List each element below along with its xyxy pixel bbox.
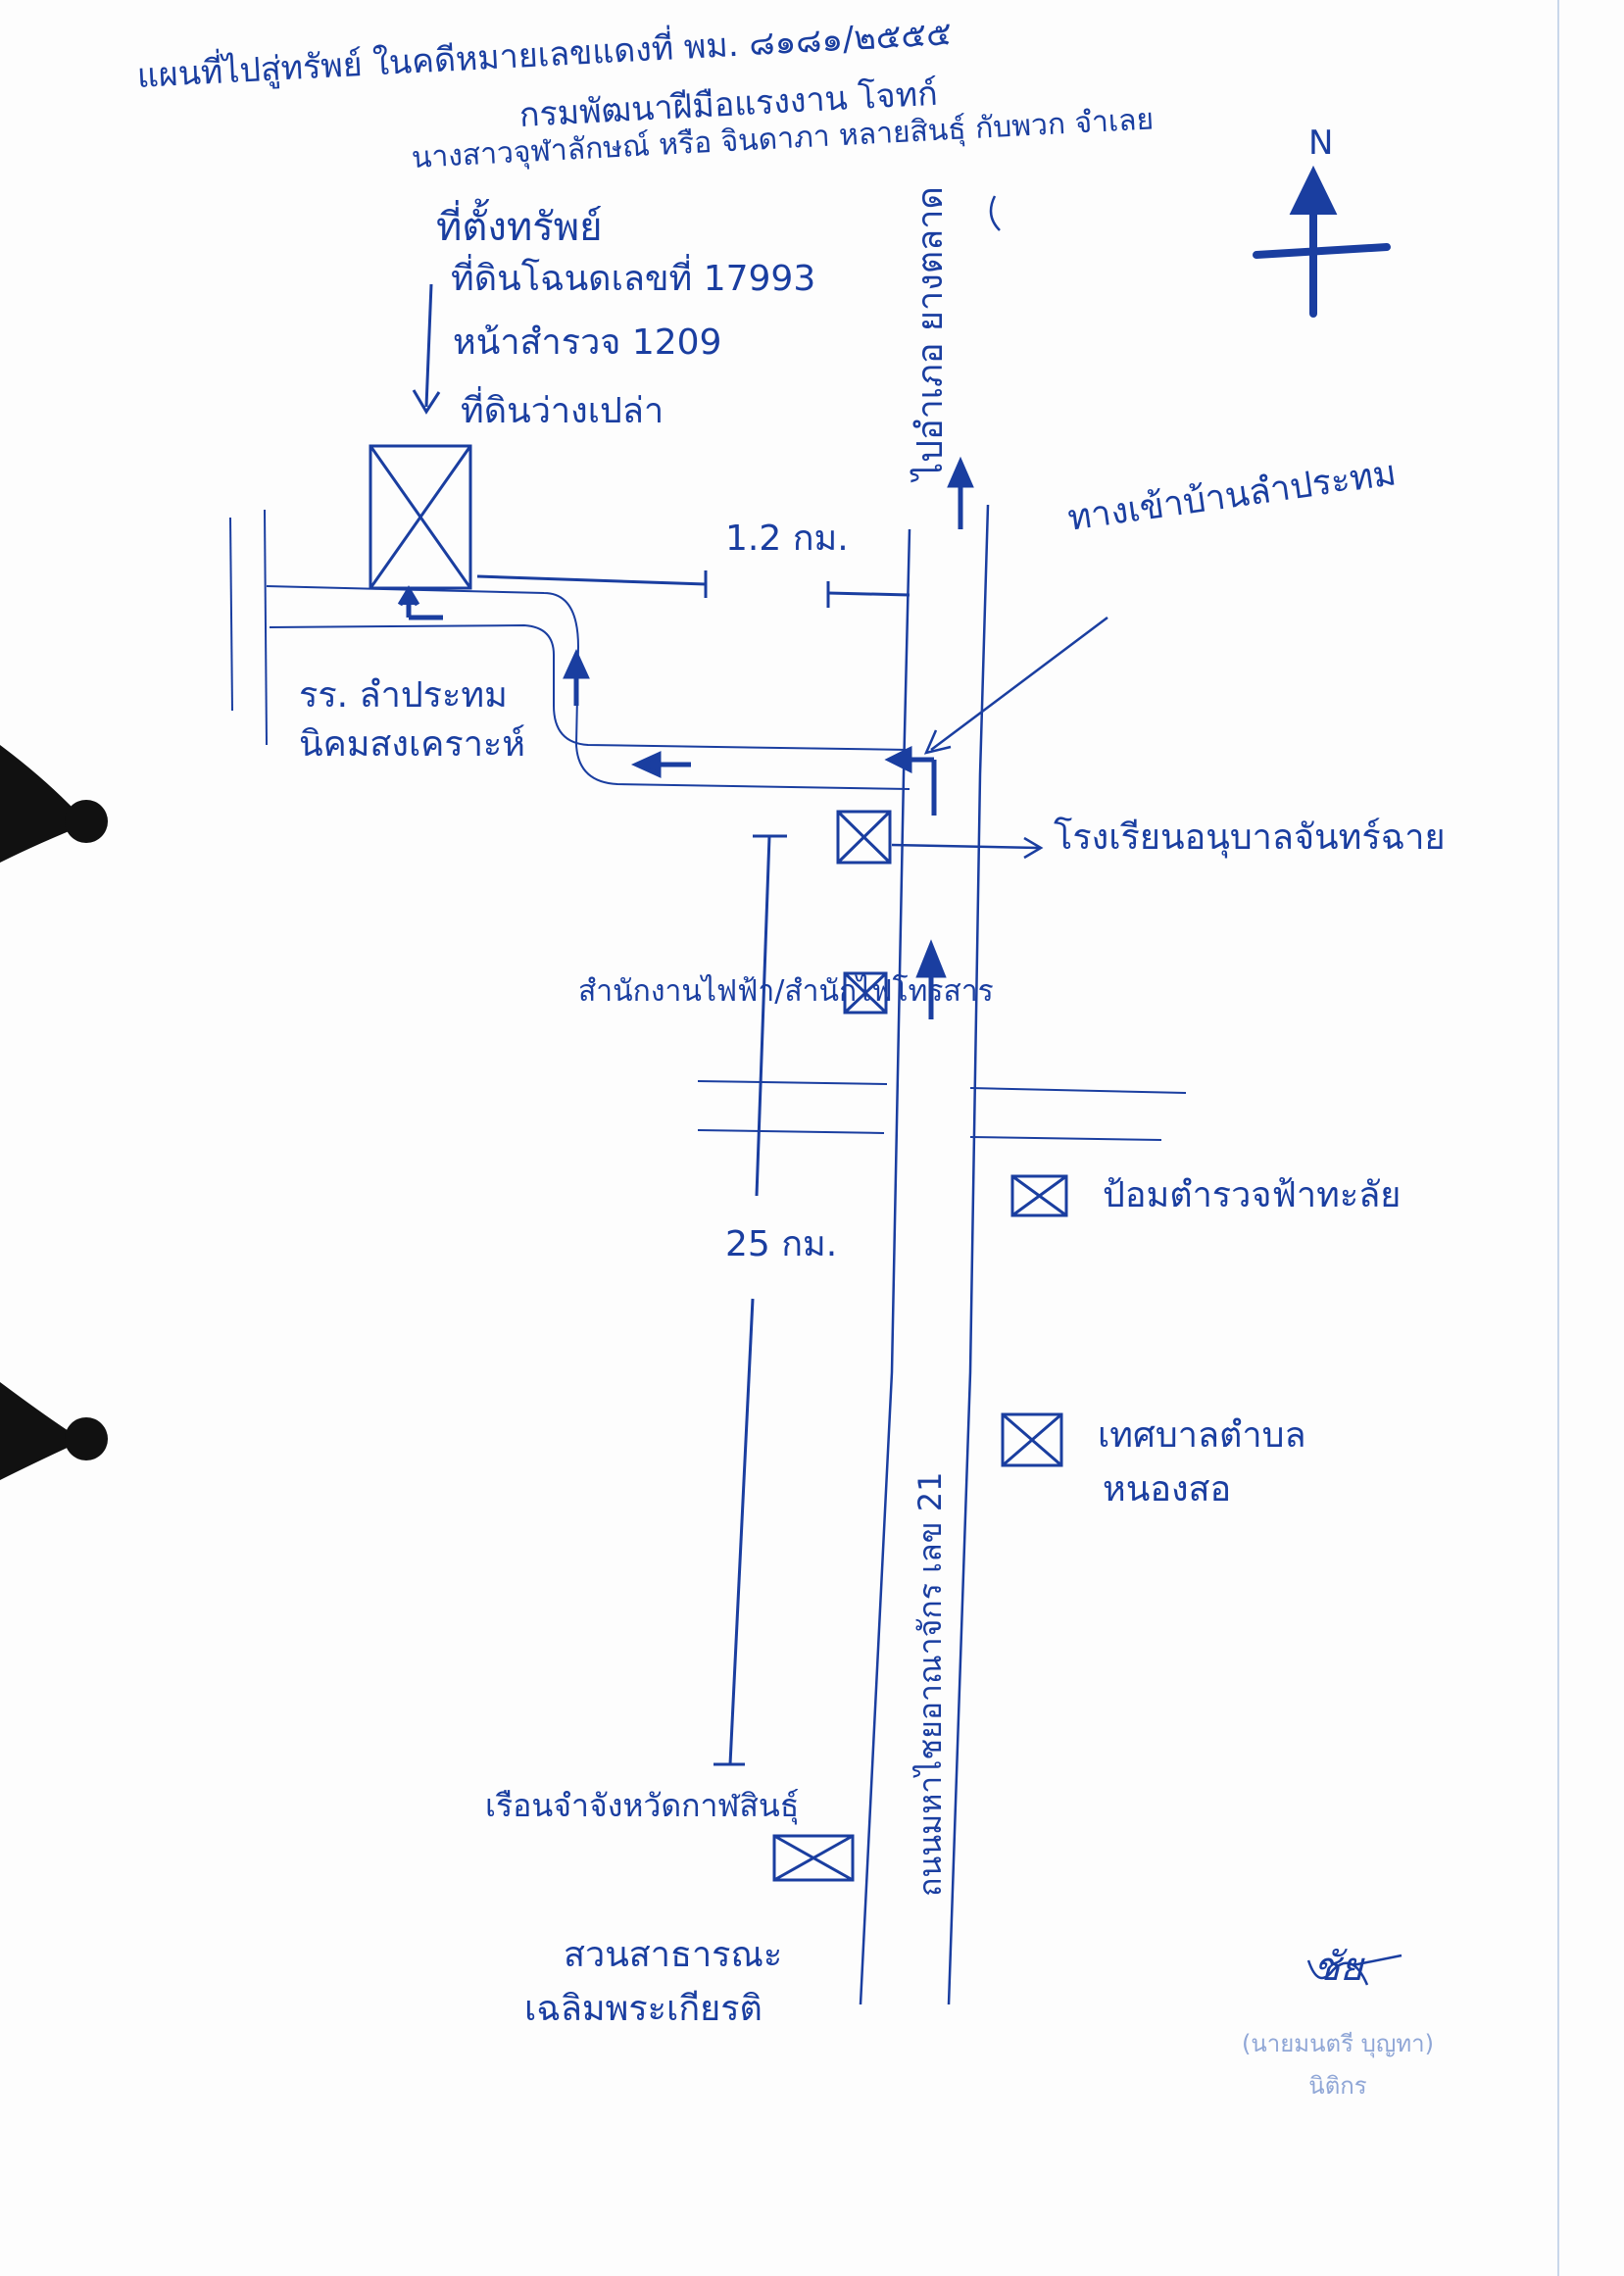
distance-far-label: 25 กม. [725,1224,838,1264]
pointer-arrow [891,836,1044,860]
electric-office-marker [843,971,888,1014]
prison-label: เรือนจำจังหวัดกาฬสินธุ์ [485,1787,800,1824]
signature-name: (นายมนตรี บุญทา) [1242,2030,1434,2057]
side-road [266,585,910,790]
police-box-marker [1010,1174,1068,1217]
down-arrow-icon [412,283,441,415]
distance-near-label: 1.2 กม. [725,519,849,559]
binder-hole-bottom [0,1382,108,1480]
property-deed: ที่ดินโฉนดเลขที่ 17993 [451,259,816,299]
distance-bar-near [476,570,910,608]
signature-role: นิติกร [1308,2072,1367,2100]
property-plot-marker [369,444,472,590]
school-label-line-1: รร. ลำประทม [299,675,508,716]
police-box-label: ป้อมตำรวจฟ้าทะลัย [1103,1175,1402,1215]
distance-bar-far [714,834,787,1766]
signature-scribble: ชัย [1313,1945,1363,1990]
municipality-marker [1001,1412,1063,1467]
boundary-line [229,517,233,712]
park-label-line-1: สวนสาธารณะ [564,1935,783,1975]
electric-office-label: สำนักงานไฟฟ้า/สำนักไฟโทรสาร [578,974,994,1009]
park-label-line-2: เฉลิมพระเกียรติ [524,1989,763,2029]
route-arrow-icon [563,456,974,1019]
prison-marker [772,1834,855,1882]
binder-hole-top [0,745,108,863]
property-type: ที่ดินว่างเปล่า [461,391,664,431]
north-arrow-icon [1253,165,1391,318]
road-name-label: ถนนมหาไชยอาณาจักร เลข 21 [911,1471,949,1897]
main-road [859,504,990,2005]
municipality-label-line-2: หนองสอ [1103,1469,1232,1509]
boundary-line [264,509,268,746]
pointer-arrow [923,617,1108,755]
municipality-label-line-1: เทศบาลตำบล [1098,1415,1306,1456]
north-label: N [1308,124,1334,163]
kindergarten-marker [836,810,892,865]
destination-label: ไปอำเภอ ยางตลาด [910,186,951,480]
signature-scribble-mark [1306,1954,1403,1986]
school-label-line-2: นิคมสงเคราะห์ [299,724,525,765]
kindergarten-label: โรงเรียนอนุบาลจันทร์ฉาย [1054,817,1446,858]
cross-street [697,1080,1187,1141]
tick-mark [989,195,1001,231]
entrance-arrow-icon [397,585,443,620]
property-label: ที่ตั้งทรัพย์ [436,205,603,250]
property-survey: หน้าสำรวจ 1209 [453,322,722,363]
